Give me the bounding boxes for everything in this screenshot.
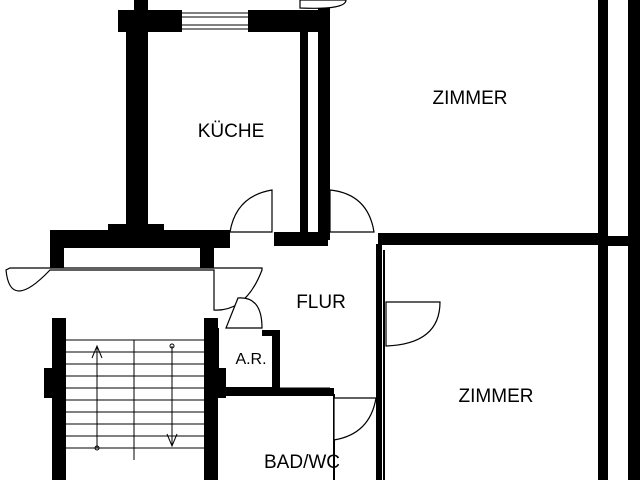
kitchen-left-wall	[126, 10, 148, 232]
kitchen-top-wall-right	[248, 10, 322, 32]
stair-core-right-stub	[200, 248, 214, 268]
room-label-hall: FLUR	[296, 292, 346, 313]
room-right-stub	[598, 236, 638, 246]
stair-core-top-pier	[108, 224, 164, 232]
hall-right-wall	[376, 244, 382, 480]
kitchen-top-wall-corner	[134, 0, 148, 12]
stairwell-right-wall	[204, 318, 218, 480]
stair-core-left-stub	[50, 248, 64, 268]
room-label-room-top: ZIMMER	[433, 88, 508, 109]
bath-top-wall	[214, 388, 334, 396]
storage-right-wall	[272, 332, 280, 390]
door-top-right-arc	[299, 0, 347, 9]
stairwell-right-notch	[216, 368, 226, 398]
room-label-storage: A.R.	[235, 351, 266, 368]
storage-top-wall	[262, 330, 280, 336]
storage-door	[225, 297, 263, 329]
walls	[44, 0, 640, 480]
doors	[5, 0, 441, 441]
kitchen-right-wall	[300, 10, 308, 232]
room-label-room-bottom: ZIMMER	[459, 386, 534, 407]
room-label-kitchen: KÜCHE	[198, 121, 265, 142]
stairwell-left-notch	[44, 368, 54, 398]
stairwell-left-wall	[52, 318, 66, 480]
stair-arrow-down-start	[169, 343, 175, 349]
stair-arrow-up-head	[91, 344, 103, 359]
bath-door	[333, 397, 377, 441]
stair-arrow-down-head	[166, 433, 178, 448]
room-label-bath: BAD/WC	[264, 452, 340, 473]
room-top-door	[329, 189, 375, 233]
thin-lines	[182, 12, 640, 480]
entrance-door	[5, 267, 263, 311]
stair-core-top-wall	[50, 230, 230, 248]
hall-top-wall-left	[274, 232, 328, 246]
kitchen-door	[229, 189, 273, 233]
room-divider-wall	[378, 233, 603, 245]
staircase	[66, 339, 204, 460]
room-top-left-wall	[318, 0, 330, 240]
room-bottom-door	[385, 301, 441, 347]
room-labels: KÜCHE ZIMMER FLUR A.R. ZIMMER BAD/WC	[198, 88, 534, 473]
